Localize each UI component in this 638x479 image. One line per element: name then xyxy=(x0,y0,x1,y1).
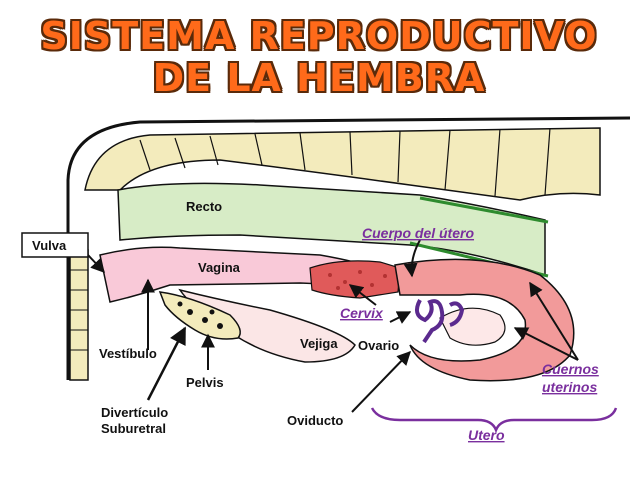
ovario-coil xyxy=(414,299,445,344)
utero-brace xyxy=(370,407,618,434)
ovario-coil-2 xyxy=(448,301,465,327)
label-vagina: Vagina xyxy=(198,260,241,275)
arrow-cuernos-2 xyxy=(513,327,579,361)
utero-shape xyxy=(394,258,575,382)
uterine-horn-inner xyxy=(439,307,506,346)
label-utero: Utero xyxy=(468,427,505,443)
arrow-cuerpo xyxy=(403,239,421,278)
recto-shape xyxy=(117,182,546,277)
arrow-vulva xyxy=(87,254,105,274)
title-line-2: DE LA HEMBRA xyxy=(152,56,486,100)
label-recto: Recto xyxy=(186,199,222,214)
label-cuerpo-utero: Cuerpo del útero xyxy=(362,225,474,241)
label-diverticulo-1: Divertículo xyxy=(101,405,168,420)
body-outline xyxy=(66,116,631,380)
arrow-ovario xyxy=(389,311,412,324)
pelvis-bone xyxy=(158,291,241,340)
arrow-oviducto xyxy=(351,350,411,413)
label-oviducto: Oviducto xyxy=(287,413,343,428)
arrow-cuernos-1 xyxy=(529,281,579,361)
label-cuernos-1: Cuernos xyxy=(542,361,599,377)
cervix-shape xyxy=(309,260,401,299)
arrow-diverticulo xyxy=(146,326,187,401)
label-diverticulo-2: Suburetral xyxy=(101,421,166,436)
label-cervix: Cervix xyxy=(340,305,384,321)
tail-vertebrae xyxy=(69,249,89,381)
arrow-cervix xyxy=(348,284,377,306)
vulva-box xyxy=(21,232,89,258)
label-ovario: Ovario xyxy=(358,338,399,353)
label-pelvis: Pelvis xyxy=(186,375,224,390)
label-vestibulo: Vestíbulo xyxy=(99,346,157,361)
spine-bones xyxy=(84,127,601,201)
label-vejiga: Vejiga xyxy=(300,336,338,351)
label-vulva: Vulva xyxy=(32,238,67,253)
label-cuernos-2: uterinos xyxy=(542,379,597,395)
title-line-1: SISTEMA REPRODUCTIVO xyxy=(40,14,598,58)
